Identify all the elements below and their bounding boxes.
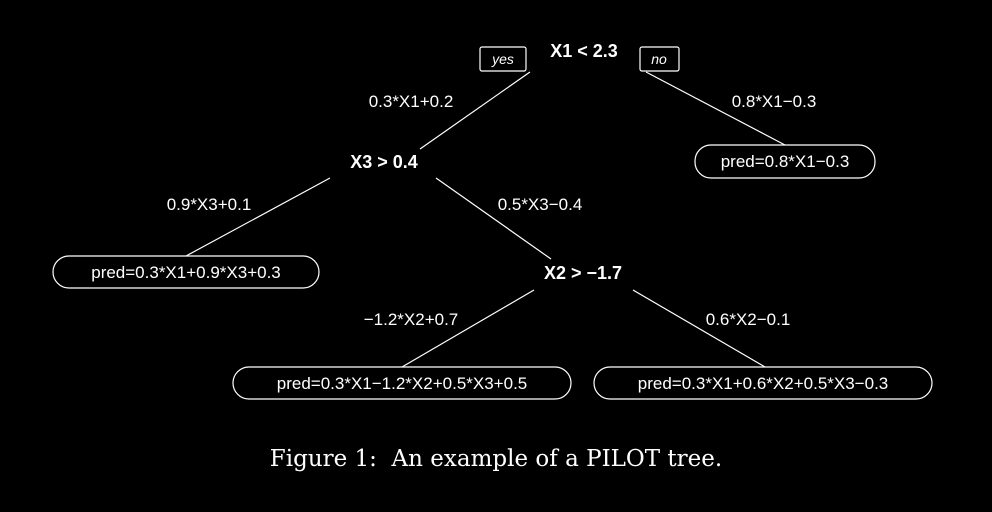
edge-root-to-x3 <box>419 71 531 150</box>
root-condition: X1 < 2.3 <box>550 41 618 61</box>
node-x2-condition: X2 > −1.7 <box>544 263 622 283</box>
yes-tag-box <box>479 46 527 72</box>
edge-root-to-leaf <box>645 71 786 146</box>
edge-label-root-left: 0.3*X1+0.2 <box>369 92 454 111</box>
edge-x2-to-leaf-left <box>401 289 535 368</box>
leaf-box-left-of-x2 <box>232 366 572 400</box>
edge-label-root-right: 0.8*X1−0.3 <box>732 92 817 111</box>
yes-tag: yes <box>491 51 514 67</box>
edge-label-x2-left: −1.2*X2+0.7 <box>364 310 459 329</box>
edge-x3-to-leaf <box>185 177 331 257</box>
leaf-right-of-root: pred=0.8*X1−0.3 <box>721 152 850 171</box>
edge-x3-to-x2 <box>435 177 552 260</box>
node-x3-condition: X3 > 0.4 <box>350 152 418 172</box>
no-tag-box <box>639 46 680 72</box>
edge-label-x3-right: 0.5*X3−0.4 <box>498 195 583 214</box>
leaf-box-left-of-x3 <box>52 255 320 289</box>
figure-caption: Figure 1: An example of a PILOT tree. <box>269 446 723 472</box>
edge-label-x2-right: 0.6*X2−0.1 <box>706 310 791 329</box>
no-tag: no <box>651 51 667 67</box>
edge-label-x3-left: 0.9*X3+0.1 <box>167 195 252 214</box>
leaf-left-of-x3: pred=0.3*X1+0.9*X3+0.3 <box>91 263 281 282</box>
leaf-left-of-x2: pred=0.3*X1−1.2*X2+0.5*X3+0.5 <box>277 374 528 393</box>
leaf-right-of-x2: pred=0.3*X1+0.6*X2+0.5*X3−0.3 <box>638 374 889 393</box>
pilot-tree-diagram: yes X1 < 2.3 no 0.3*X1+0.2 0.8*X1−0.3 pr… <box>52 41 933 400</box>
edge-x2-to-leaf-right <box>632 289 766 368</box>
leaf-box-right-of-root <box>694 144 876 179</box>
leaf-box-right-of-x2 <box>593 366 933 400</box>
